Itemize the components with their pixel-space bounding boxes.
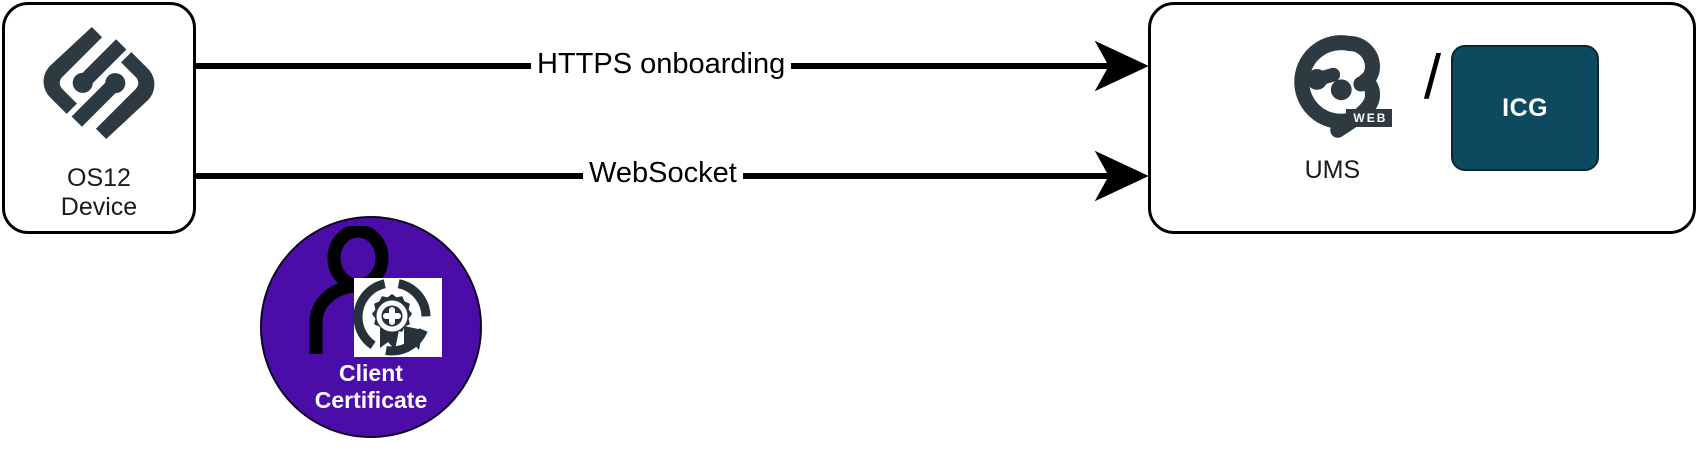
web-badge: WEB xyxy=(1346,109,1393,127)
client-certificate-badge[interactable]: Client Certificate xyxy=(260,216,482,438)
person-with-certificate-icon xyxy=(296,224,446,366)
edge-label-websocket: WebSocket xyxy=(583,157,743,190)
client-certificate-caption: Client Certificate xyxy=(314,360,428,413)
node-ums-server[interactable]: WEB UMS / ICG xyxy=(1148,2,1696,234)
os12-device-content: OS12 Device xyxy=(5,5,193,231)
node-os12-device[interactable]: OS12 Device xyxy=(2,2,196,234)
os12-device-label: OS12 Device xyxy=(60,164,138,221)
icg-box[interactable]: ICG xyxy=(1451,45,1600,171)
ums-server-label: UMS xyxy=(1304,156,1361,184)
ums-web-logo-icon: WEB xyxy=(1268,25,1396,148)
ums-server-content: WEB UMS / ICG xyxy=(1151,5,1693,231)
ums-logo-group: WEB UMS xyxy=(1245,25,1420,185)
edge-label-https-onboarding: HTTPS onboarding xyxy=(531,48,792,81)
icg-label: ICG xyxy=(1502,93,1549,122)
separator-slash: / xyxy=(1423,43,1442,112)
extreme-networks-logo-icon xyxy=(37,21,161,150)
